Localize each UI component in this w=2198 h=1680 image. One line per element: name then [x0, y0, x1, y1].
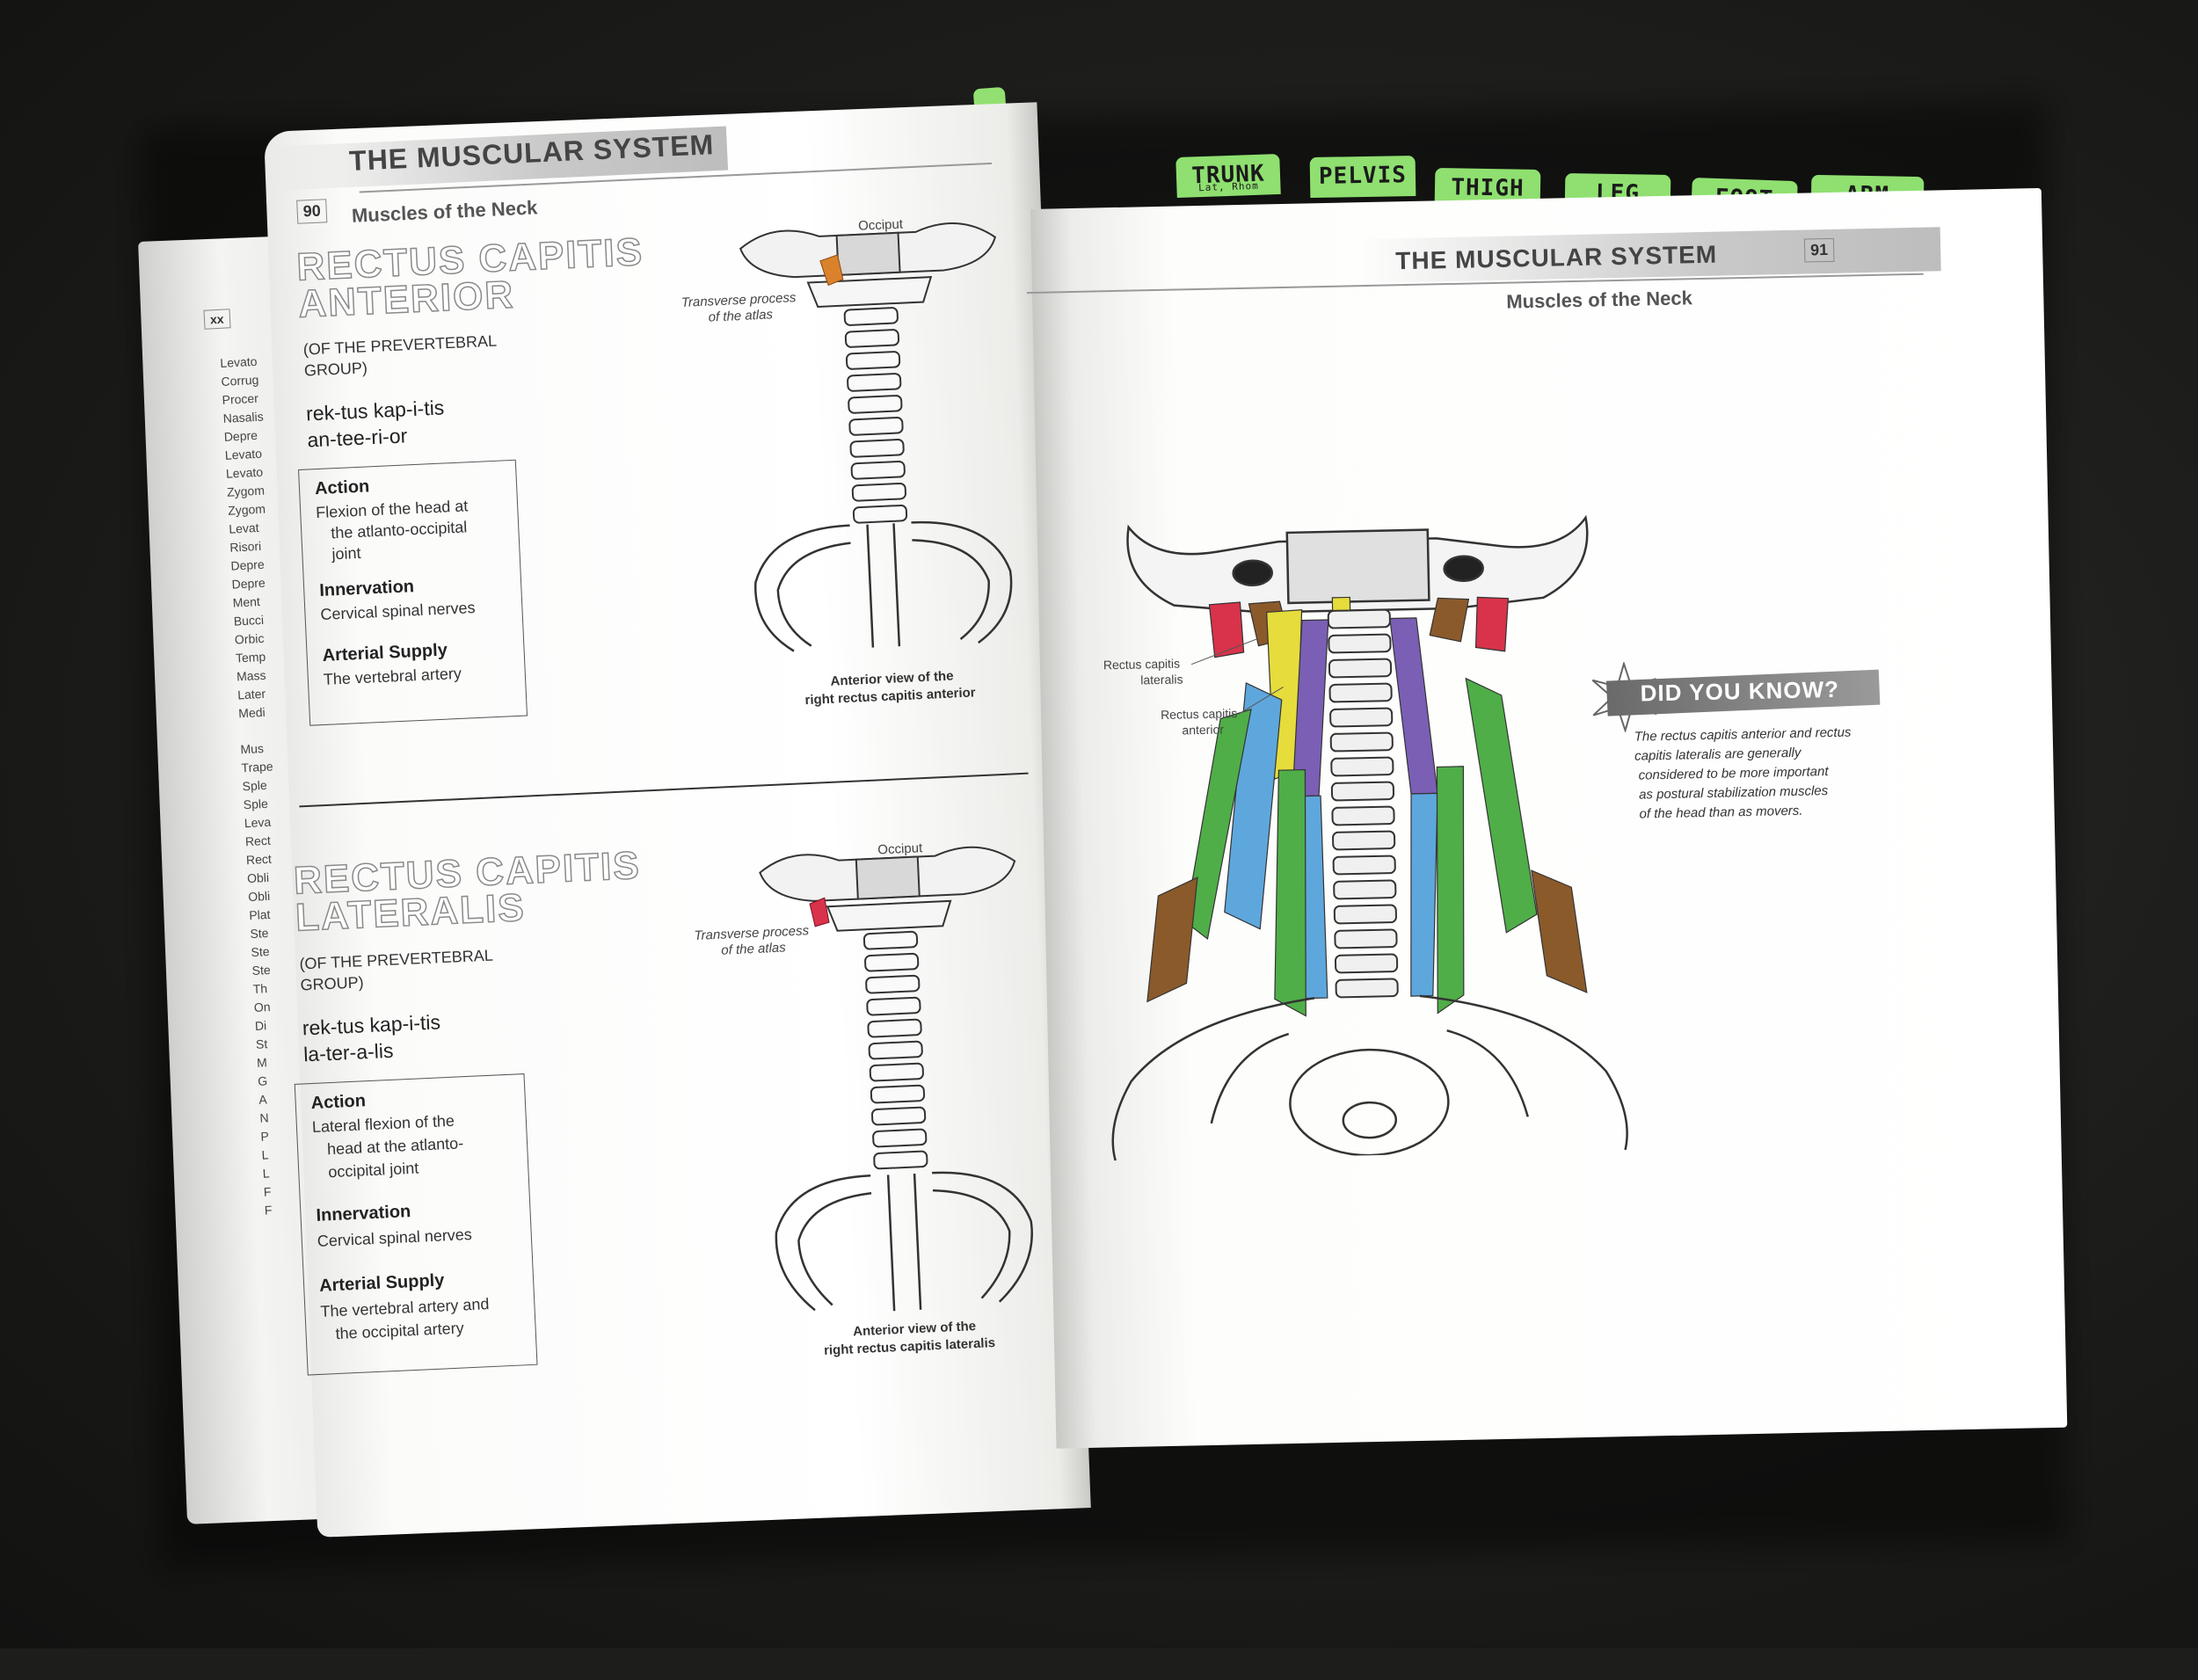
right-subheader: Muscles of the Neck: [1506, 287, 1693, 313]
fig-label-rectus-lateralis: lateralis: [1140, 672, 1183, 687]
vertebra: [1329, 731, 1394, 753]
fig-label-rectus-anterior: anterior: [1182, 722, 1225, 738]
vertebra: [864, 952, 920, 972]
vertebra: [1330, 756, 1394, 777]
vertebra: [1334, 953, 1399, 974]
vertebra: [1335, 978, 1399, 999]
vertebra: [847, 373, 902, 392]
vertebra: [843, 307, 899, 326]
vertebra: [865, 974, 921, 994]
vertebra: [1331, 805, 1395, 826]
vertebra: [869, 1062, 924, 1082]
vertebra: [1328, 633, 1392, 654]
spine-figure-lateralis: [759, 846, 1033, 1312]
vertebra: [1328, 658, 1393, 679]
vertebra: [852, 504, 908, 524]
did-you-know-line: The rectus capitis anterior and rectus: [1634, 724, 1852, 745]
vertebra: [873, 1150, 928, 1170]
vertebra: [870, 1084, 926, 1104]
did-you-know-line: considered to be more important: [1638, 764, 1829, 783]
right-page-number: 91: [1803, 237, 1835, 263]
did-you-know-line: as postural stabilization muscles: [1638, 783, 1829, 803]
vertebra: [866, 996, 921, 1016]
vertebra: [1333, 904, 1397, 925]
vertebra: [1332, 830, 1396, 851]
vertebra: [845, 351, 901, 370]
vertebra: [1334, 928, 1398, 949]
vertebra: [870, 1106, 927, 1126]
spine-figure-anterior: [739, 222, 1013, 652]
vertebra: [1327, 608, 1391, 629]
vertebra: [851, 482, 906, 502]
vertebra: [848, 417, 904, 436]
vertebra: [849, 439, 905, 458]
vertebra: [844, 329, 900, 348]
vertebra: [1329, 707, 1394, 728]
vertebra: [868, 1040, 923, 1060]
vertebra: [848, 395, 903, 414]
neck-muscles-figure: [1111, 514, 1628, 1161]
vertebra: [1333, 879, 1397, 900]
vertebra: [1332, 855, 1396, 876]
vertebra: [867, 1018, 922, 1038]
vertebra: [850, 460, 906, 480]
did-you-know-title: DID YOU KNOW?: [1640, 675, 1840, 707]
vertebra: [862, 930, 919, 950]
vertebra: [1328, 682, 1393, 703]
did-you-know-line: capitis lateralis are generally: [1634, 745, 1801, 764]
fig-label-rectus-lateralis: Rectus capitis: [1103, 656, 1181, 673]
vertebra: [872, 1128, 928, 1148]
did-you-know-line: of the head than as movers.: [1639, 803, 1803, 822]
vertebra: [1330, 781, 1395, 802]
fig-label-rectus-anterior: Rectus capitis: [1160, 706, 1238, 722]
